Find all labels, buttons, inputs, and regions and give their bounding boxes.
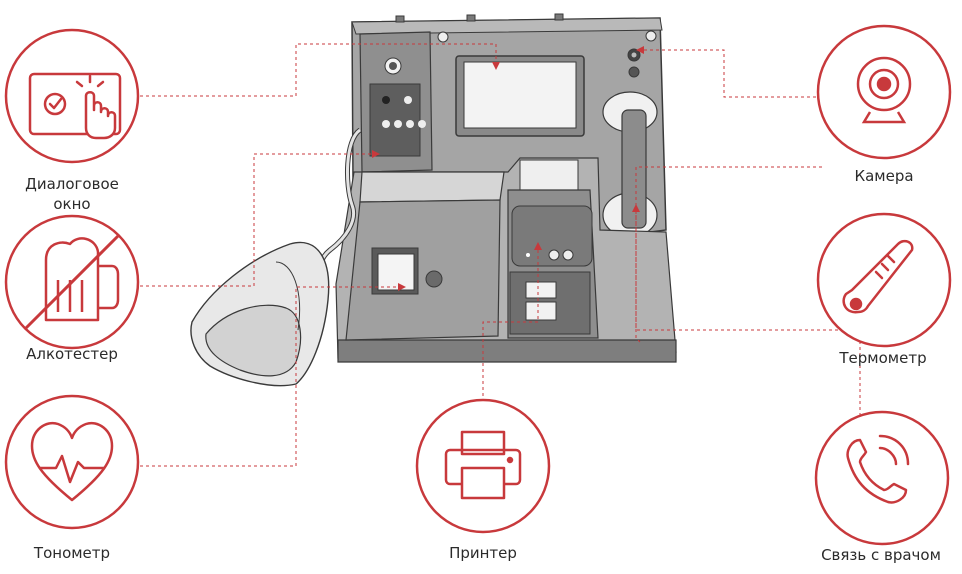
doctor-call-badge[interactable]	[814, 410, 950, 546]
label-dialog-line1: Диалоговое	[25, 175, 119, 193]
label-tonometer: Тонометр	[33, 544, 111, 562]
dialog-window-badge[interactable]	[4, 28, 140, 164]
thermometer-icon	[842, 239, 914, 314]
connector-tonometer	[140, 283, 406, 467]
connector-alco	[140, 150, 380, 287]
connector-dialog	[140, 43, 500, 97]
connector-lines	[140, 43, 861, 467]
printer-badge[interactable]	[415, 398, 551, 534]
connector-thermometer	[635, 166, 822, 343]
no-alcohol-icon	[24, 234, 120, 330]
label-printer: Принтер	[449, 544, 517, 562]
touch-screen-icon	[28, 72, 122, 140]
label-dialog-window: Диалоговое окно	[14, 174, 130, 214]
webcam-icon	[856, 56, 912, 124]
phone-call-icon	[846, 434, 910, 504]
alcotester-badge[interactable]	[4, 214, 140, 350]
label-doctor-call: Связь с врачом	[821, 546, 941, 564]
tonometer-badge[interactable]	[4, 394, 140, 530]
connector-printer	[482, 242, 542, 396]
thermometer-badge[interactable]	[816, 212, 952, 348]
heartbeat-icon	[30, 421, 114, 502]
connector-doctor	[632, 204, 861, 428]
camera-badge[interactable]	[816, 24, 952, 160]
medical-terminal-illustration	[190, 13, 677, 387]
label-camera: Камера	[854, 167, 914, 185]
printer-icon	[444, 430, 522, 500]
label-thermometer: Термометр	[839, 349, 927, 367]
label-alcotester: Алкотестер	[26, 345, 118, 363]
label-dialog-line2: окно	[53, 195, 91, 213]
connector-camera	[636, 46, 822, 98]
